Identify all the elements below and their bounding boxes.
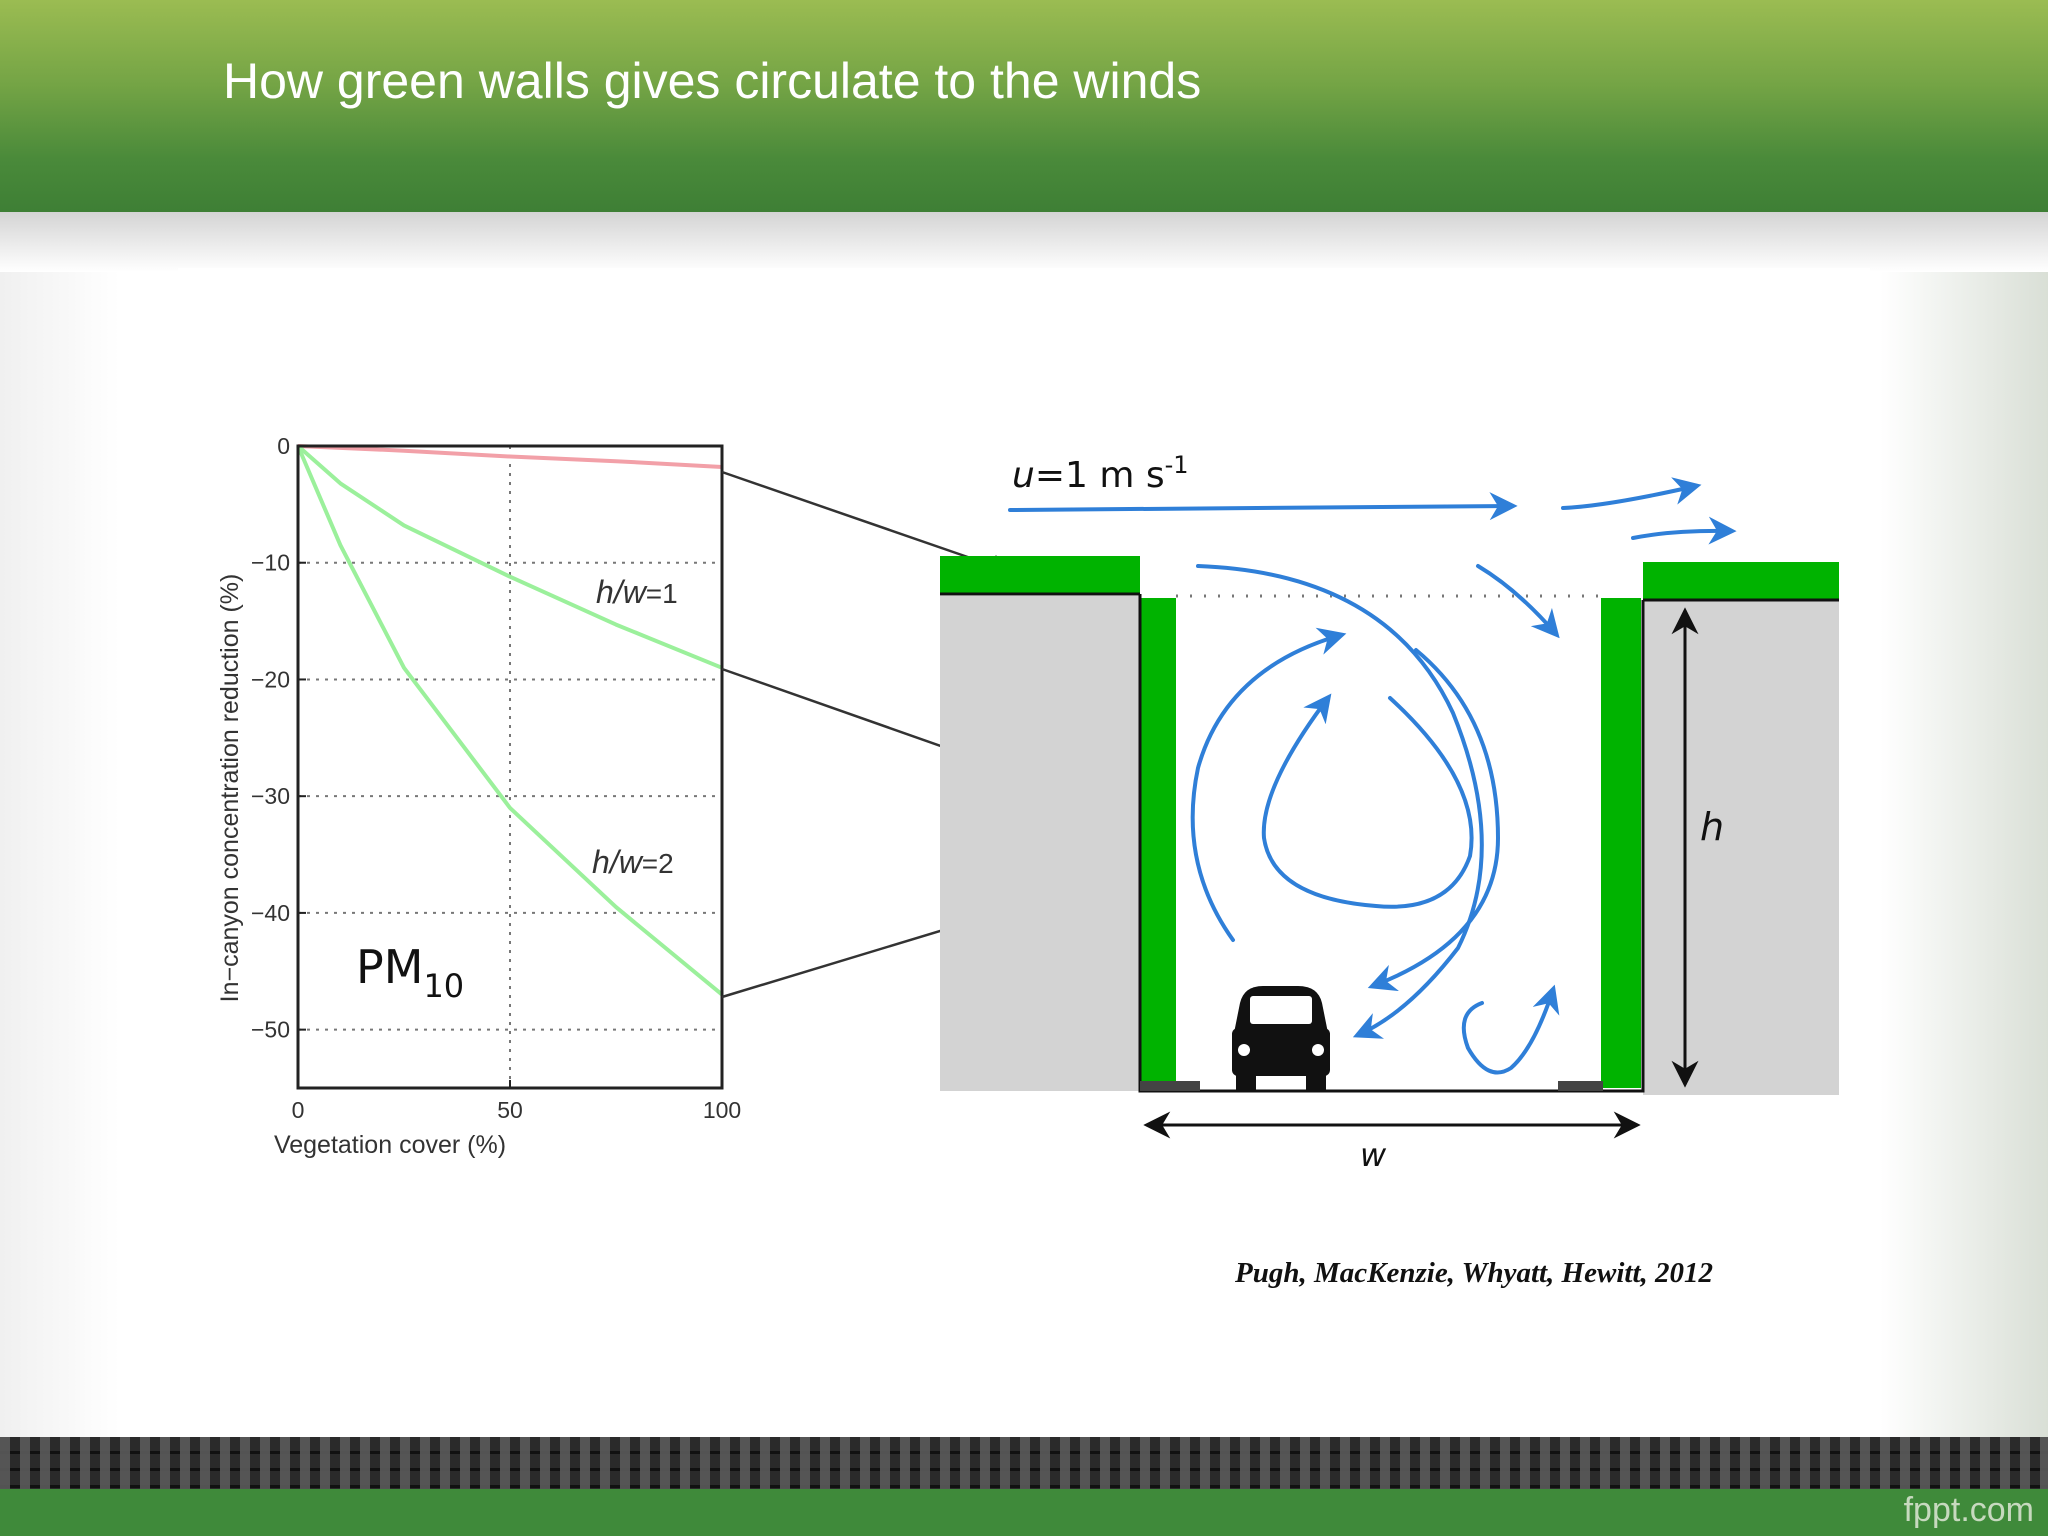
footer-pattern bbox=[0, 1437, 2048, 1489]
y-tick-label: 0 bbox=[277, 433, 290, 459]
street-canyon-diagram: h w u=1 m s-1 bbox=[940, 451, 1839, 1174]
series-line-2 bbox=[296, 444, 723, 670]
left-building bbox=[940, 596, 1140, 1091]
vortex-left-arc bbox=[1190, 627, 1347, 942]
wind-arrow-outflow-lower bbox=[1631, 516, 1737, 545]
chart-gridlines bbox=[298, 446, 722, 1088]
series-line-1 bbox=[297, 444, 723, 469]
left-sidewalk bbox=[1140, 1081, 1200, 1091]
y-tick-label: −40 bbox=[251, 900, 290, 926]
x-tick-label: 0 bbox=[292, 1097, 305, 1123]
corner-eddy bbox=[1461, 984, 1560, 1075]
y-tick-label: −10 bbox=[251, 550, 290, 576]
y-tick-label: −50 bbox=[251, 1017, 290, 1043]
x-axis-label: Vegetation cover (%) bbox=[274, 1131, 506, 1159]
width-label: w bbox=[1360, 1136, 1387, 1174]
right-green-wall bbox=[1601, 598, 1641, 1088]
annotation-hw1: h/w=1 bbox=[596, 574, 678, 610]
chart: 0 −10 −20 −30 −40 −50 0 50 100 Vegetation cover … bbox=[216, 433, 741, 1159]
vortex-outer-arc bbox=[1196, 564, 1484, 1039]
right-sidewalk bbox=[1558, 1081, 1603, 1091]
right-green-roof bbox=[1643, 562, 1839, 600]
wind-arrow-top bbox=[1008, 492, 1518, 521]
wind-arrow-outflow-upper bbox=[1561, 477, 1702, 510]
series-line-3 bbox=[296, 445, 724, 997]
right-building bbox=[1643, 600, 1839, 1095]
pollutant-label: PM10 bbox=[356, 940, 464, 1005]
canyon-outline bbox=[1138, 594, 1645, 1093]
figure-svg: 0 −10 −20 −30 −40 −50 0 50 100 Vegetation cover … bbox=[216, 433, 1839, 1289]
connector-arrow-roof bbox=[721, 470, 1014, 577]
left-green-roof bbox=[940, 556, 1140, 594]
height-label: h bbox=[1700, 805, 1724, 849]
citation: Pugh, MacKenzie, Whyatt, Hewitt, 2012 bbox=[1234, 1257, 1713, 1289]
header-shadow bbox=[0, 212, 2048, 272]
left-green-wall bbox=[1140, 598, 1176, 1088]
wind-flow-arrows bbox=[1008, 477, 1737, 1075]
x-tick-label: 50 bbox=[497, 1097, 523, 1123]
y-axis-label: In−canyon concentration reduction (%) bbox=[216, 574, 244, 1003]
wind-arrow-descending bbox=[1476, 564, 1560, 639]
slide-title: How green walls gives circulate to the w… bbox=[223, 53, 1202, 109]
chart-ticks: 0 −10 −20 −30 −40 −50 0 50 100 bbox=[251, 433, 741, 1123]
wind-speed-label: u=1 m s-1 bbox=[1012, 451, 1189, 496]
figure-panel: 0 −10 −20 −30 −40 −50 0 50 100 Vegetation cover … bbox=[178, 268, 1870, 1453]
y-tick-label: −20 bbox=[251, 666, 290, 692]
brand-watermark: fppt.com bbox=[1903, 1491, 2034, 1529]
car-icon bbox=[1232, 986, 1330, 1092]
x-tick-label: 100 bbox=[703, 1097, 741, 1123]
chart-series-layer bbox=[296, 444, 724, 997]
footer-bar: fppt.com bbox=[0, 1489, 2048, 1536]
y-tick-label: −30 bbox=[251, 783, 290, 809]
vortex-middle-arc bbox=[1367, 648, 1501, 992]
slide-header: How green walls gives circulate to the w… bbox=[0, 0, 2048, 212]
vortex-inner-loop bbox=[1261, 693, 1474, 909]
annotation-hw2: h/w=2 bbox=[592, 844, 674, 880]
